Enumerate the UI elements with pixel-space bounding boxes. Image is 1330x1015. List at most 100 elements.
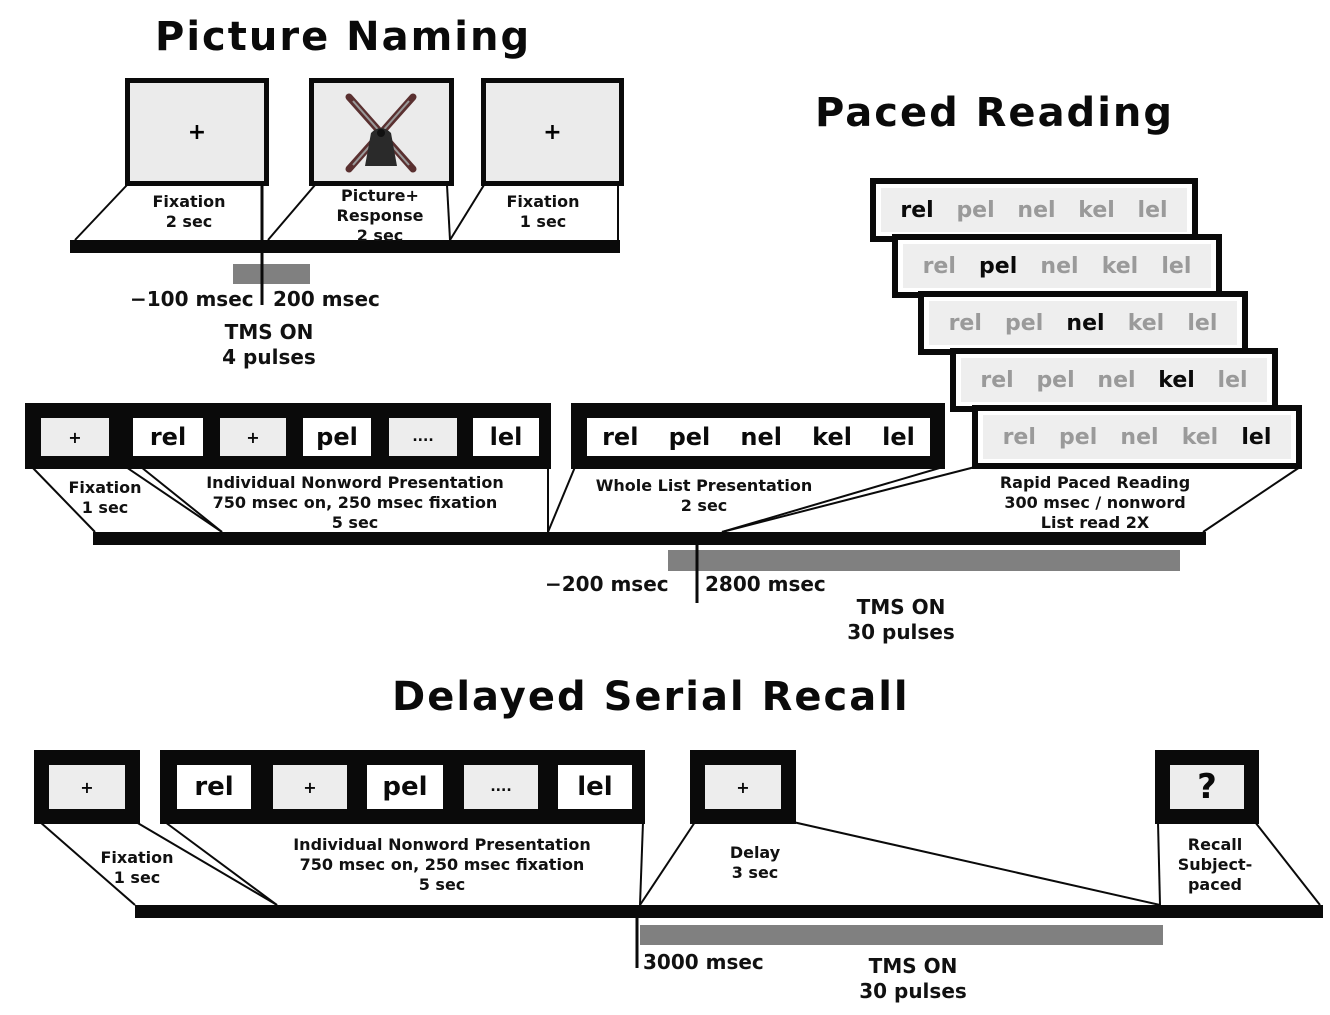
pr-label-rapid: Rapid Paced Reading 300 msec / nonword L… (982, 473, 1208, 533)
pn-fixation-screen-2: + (481, 78, 624, 186)
pn-label-fixation-1: Fixation 2 sec (143, 192, 235, 232)
fixation-cross-icon: + (80, 777, 94, 797)
pn-picture-screen (309, 78, 454, 186)
stack-inner: rel pel nel kel lel (961, 358, 1267, 402)
stack-word: pel (1059, 424, 1098, 450)
pr-trap-5 (547, 466, 576, 533)
label-line: Fixation (100, 848, 174, 867)
dsr-timeline-bar (135, 905, 1323, 918)
seq-item: + (246, 427, 260, 447)
stack-word: kel (1078, 197, 1115, 223)
dsr-recall-screen: ? (1155, 750, 1259, 824)
pr-time-right: 2800 msec (705, 572, 826, 596)
dsr-recall-inner: ? (1167, 762, 1247, 812)
seq-word: rel (130, 415, 206, 459)
stack-word: lel (1217, 367, 1248, 393)
label-line: Delay (729, 843, 781, 862)
label-line: Whole List Presentation (595, 476, 813, 495)
pr-stack-screen-4: rel pel nel kel lel (950, 348, 1278, 412)
stack-word: rel (1002, 424, 1036, 450)
pr-label-individual: Individual Nonword Presentation 750 msec… (190, 473, 520, 533)
tms-line: TMS ON (224, 320, 314, 344)
whole-list-word: rel (602, 423, 639, 451)
pr-stack-screen-1: rel pel nel kel lel (870, 178, 1198, 242)
dsr-time: 3000 msec (643, 950, 764, 974)
whole-list-word: kel (812, 423, 852, 451)
dsr-fixation-inner: + (46, 762, 128, 812)
picture-naming-title: Picture Naming (155, 14, 532, 60)
stack-word: rel (900, 197, 934, 223)
question-mark-icon: ? (1197, 767, 1217, 807)
label-line: Recall (1187, 835, 1243, 854)
pn-label-fixation-2: Fixation 1 sec (497, 192, 589, 232)
pr-trap-8 (1202, 466, 1301, 533)
dsr-trap-5 (639, 821, 696, 906)
stack-word: nel (1017, 197, 1056, 223)
dsr-tms-bar (640, 925, 1163, 945)
pn-time-left: −100 msec (130, 287, 254, 311)
fixation-cross-icon: + (736, 777, 750, 797)
delayed-recall-title: Delayed Serial Recall (392, 674, 910, 720)
whole-list-word: nel (740, 423, 783, 451)
dsr-tms-label: TMS ON 30 pulses (832, 954, 994, 1004)
label-line: 2 sec (356, 226, 404, 245)
pn-tms-label: TMS ON 4 pulses (206, 320, 332, 370)
stack-word: lel (1137, 197, 1168, 223)
whole-list-word: lel (882, 423, 915, 451)
dsr-sequence-strip: rel + pel .... lel (160, 750, 645, 824)
label-line: Individual Nonword Presentation (206, 473, 504, 492)
label-line: List read 2X (1040, 513, 1150, 532)
pr-stack-screen-3: rel pel nel kel lel (918, 291, 1248, 355)
seq-item: lel (489, 423, 523, 451)
tms-line: 4 pulses (222, 345, 316, 369)
dsr-label-individual: Individual Nonword Presentation 750 msec… (277, 835, 607, 895)
stack-inner: rel pel nel kel lel (903, 244, 1211, 288)
label-line: 5 sec (418, 875, 466, 894)
tms-line: TMS ON (868, 954, 958, 978)
stack-word: nel (1040, 253, 1079, 279)
pn-time-right: 200 msec (273, 287, 380, 311)
label-line: Fixation (506, 192, 580, 211)
dsr-label-delay: Delay 3 sec (705, 843, 805, 883)
dsr-label-fixation: Fixation 1 sec (87, 848, 187, 888)
label-line: paced (1187, 875, 1243, 894)
label-line: 1 sec (113, 868, 161, 887)
stack-word: lel (1161, 253, 1192, 279)
dsr-trap-6 (792, 821, 1161, 906)
seq-word: lel (470, 415, 542, 459)
pr-sequence-strip: + rel + pel .... lel (25, 403, 551, 469)
seq-fixation: + (217, 415, 289, 459)
seq-word: pel (364, 762, 446, 812)
stack-word: kel (1158, 367, 1195, 393)
stack-word: rel (948, 310, 982, 336)
stack-word: lel (1187, 310, 1218, 336)
seq-item: lel (577, 772, 613, 802)
stack-word: kel (1127, 310, 1165, 336)
stack-word: pel (956, 197, 995, 223)
windmill-icon (345, 93, 417, 173)
seq-item: pel (316, 423, 358, 451)
pn-tms-bar (233, 264, 310, 284)
label-line: 2 sec (165, 212, 213, 231)
label-line: Response (336, 206, 424, 225)
pr-trap-7 (721, 466, 976, 533)
seq-ellipsis: .... (461, 762, 541, 812)
pr-timeline-bar (93, 532, 1206, 545)
stack-word: pel (979, 253, 1018, 279)
pn-trap-1 (74, 184, 128, 241)
stack-word: rel (980, 367, 1014, 393)
label-line: 1 sec (519, 212, 567, 231)
stack-word: rel (922, 253, 956, 279)
pn-timeline-bar (70, 240, 620, 253)
pr-tms-label: TMS ON 30 pulses (820, 595, 982, 645)
pn-label-picture: Picture+ Response 2 sec (325, 186, 435, 246)
seq-item: .... (490, 779, 512, 795)
tms-line: 30 pulses (859, 979, 967, 1003)
fixation-cross-icon: + (187, 119, 207, 145)
seq-fixation: + (270, 762, 350, 812)
stack-inner: rel pel nel kel lel (881, 188, 1187, 232)
pr-trap-2 (125, 466, 223, 533)
seq-item: rel (194, 772, 234, 802)
